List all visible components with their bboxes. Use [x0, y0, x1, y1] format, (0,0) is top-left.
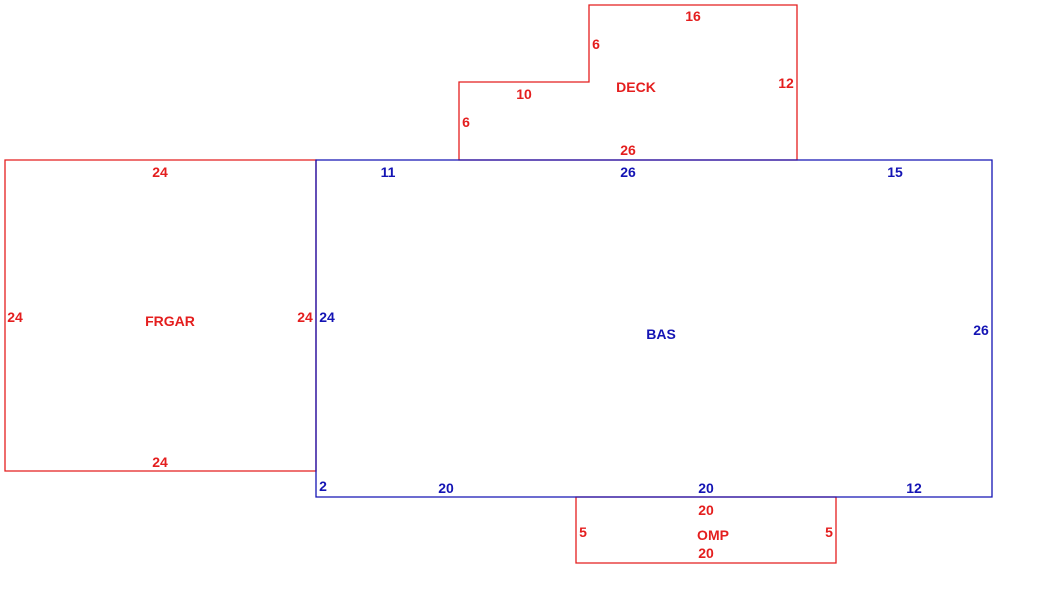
bas-bottom-right-dimension: 12	[906, 480, 922, 496]
bas-outline	[315, 159, 993, 498]
bas-bottom-left-step-dimension: 2	[319, 478, 327, 494]
bas-bottom-middle-dimension: 20	[698, 480, 714, 496]
omp-left-dimension: 5	[579, 524, 587, 540]
bas-left-dimension: 24	[319, 309, 335, 325]
deck-area-label: DECK	[616, 79, 656, 95]
frgar-area-label: FRGAR	[145, 313, 195, 329]
deck-right-dimension: 12	[778, 75, 794, 91]
bas-top-right-dimension: 15	[887, 164, 903, 180]
frgar-bottom-dimension: 24	[152, 454, 168, 470]
bas-right-dimension: 26	[973, 322, 989, 338]
frgar-right-dimension: 24	[297, 309, 313, 325]
deck-step-vertical-dimension: 6	[592, 36, 600, 52]
bas-top-left-dimension: 11	[380, 164, 396, 180]
bas-area-label: BAS	[646, 326, 676, 342]
deck-step-horizontal-dimension: 10	[516, 86, 532, 102]
omp-top-dimension: 20	[698, 502, 714, 518]
frgar-left-dimension: 24	[7, 309, 23, 325]
omp-bottom-dimension: 20	[698, 545, 714, 561]
bas-bottom-left-dimension: 20	[438, 480, 454, 496]
deck-top-dimension: 16	[685, 8, 701, 24]
deck-bottom-dimension: 26	[620, 142, 636, 158]
bas-top-middle-dimension: 26	[620, 164, 636, 180]
omp-right-dimension: 5	[825, 524, 833, 540]
omp-area-label: OMP	[697, 527, 729, 543]
deck-left-dimension: 6	[462, 114, 470, 130]
frgar-top-dimension: 24	[152, 164, 168, 180]
